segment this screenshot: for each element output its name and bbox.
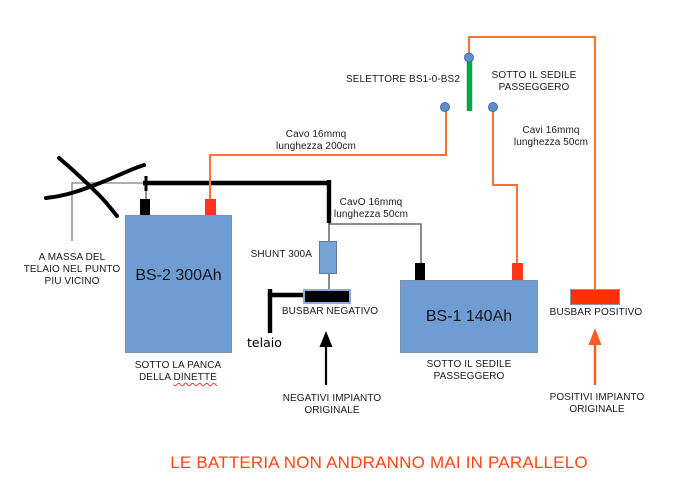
cable-50cm-mid-line2: lunghezza 50cm [333,209,409,220]
shunt-box [319,241,337,274]
positive-original-note: POSITIVI IMPIANTO ORIGINALE [527,392,667,416]
cable-selector-bs1 [492,110,518,264]
warning-text: LE BATTERIA NON ANDRANNO MAI IN PARALLEL… [170,453,588,472]
busbar-negative-label: BUSBAR NEGATIVO [281,306,379,317]
battery-bs2-label: BS-2 300Ah [135,267,222,284]
bs1-location-note: SOTTO IL SEDILE PASSEGGERO [399,359,539,383]
positive-original-line2: ORIGINALE [569,404,625,415]
battery-bs1-label: BS-1 140Ah [425,307,513,325]
bs1-location-line2: PASSEGGERO [433,371,505,382]
bs2-positive-terminal [205,199,216,216]
shunt-label: SHUNT 300A [250,249,312,260]
positive-original-line1: POSITIVI IMPIANTO [549,392,645,403]
ground-note-line3: PIU VICINO [44,276,100,287]
negative-original-note: NEGATIVI IMPIANTO ORIGINALE [262,393,402,417]
chassis-label: telaio [247,335,282,350]
cable-200cm-line2: lunghezza 200cm [276,141,356,152]
cable-50cm-right-line2: lunghezza 50cm [513,137,589,148]
selector-location-note: SOTTO IL SEDILE PASSEGGERO [464,70,604,94]
bs1-negative-terminal [415,263,425,281]
negative-arrow-head [319,331,333,347]
cable-50cm-mid-label: CavO 16mmq lunghezza 50cm [301,197,441,221]
bs2-location-line2-word: DINETTE [173,372,217,383]
cross-out-stroke-1 [57,156,119,218]
ground-wire [71,182,146,241]
cable-50cm-right-line1: Cavi 16mmq [522,125,580,136]
negative-original-line2: ORIGINALE [304,405,360,416]
selector-label: SELETTORE BS1-0-BS2 [346,74,460,85]
cable-200cm-line1: Cavo 16mmq [285,129,347,140]
ground-note: A MASSA DEL TELAIO NEL PUNTO PIU VICINO [2,252,142,288]
selector-node-right [488,102,498,112]
bs2-location-note: SOTTO LA PANCA DELLA DINETTE [108,360,248,384]
bs2-location-line1: SOTTO LA PANCA [134,360,222,371]
bs1-location-line1: SOTTO IL SEDILE [426,359,512,370]
cable-50cm-right-label: Cavi 16mmq lunghezza 50cm [481,125,621,149]
cable-selector-busbar [468,36,596,290]
bs2-location-line2-prefix: DELLA [138,372,171,383]
ground-note-line2: TELAIO NEL PUNTO [23,264,121,275]
busbar-positive [570,289,620,305]
cross-out-stroke-2 [44,163,146,200]
battery-bs2: BS-2 300Ah [125,215,232,353]
selector-node-left [440,102,450,112]
bs1-positive-terminal [512,263,523,281]
selector-node-top [464,52,474,63]
selector-location-line2: PASSEGGERO [498,82,570,93]
positive-arrow-head [588,328,602,345]
busbar-negative [303,289,351,304]
cable-bs2-selector [209,110,447,201]
cable-50cm-mid-line1: CavO 16mmq [339,197,403,208]
negative-original-line1: NEGATIVI IMPIANTO [282,393,382,404]
cable-200cm-label: Cavo 16mmq lunghezza 200cm [246,129,386,153]
bs2-negative-terminal [140,199,150,216]
busbar-positive-label: BUSBAR POSITIVO [549,307,643,318]
battery-bs1: BS-1 140Ah [400,280,538,353]
ground-note-line1: A MASSA DEL [38,252,106,263]
bs1-negative-wire [329,223,422,264]
selector-location-line1: SOTTO IL SEDILE [491,70,577,81]
